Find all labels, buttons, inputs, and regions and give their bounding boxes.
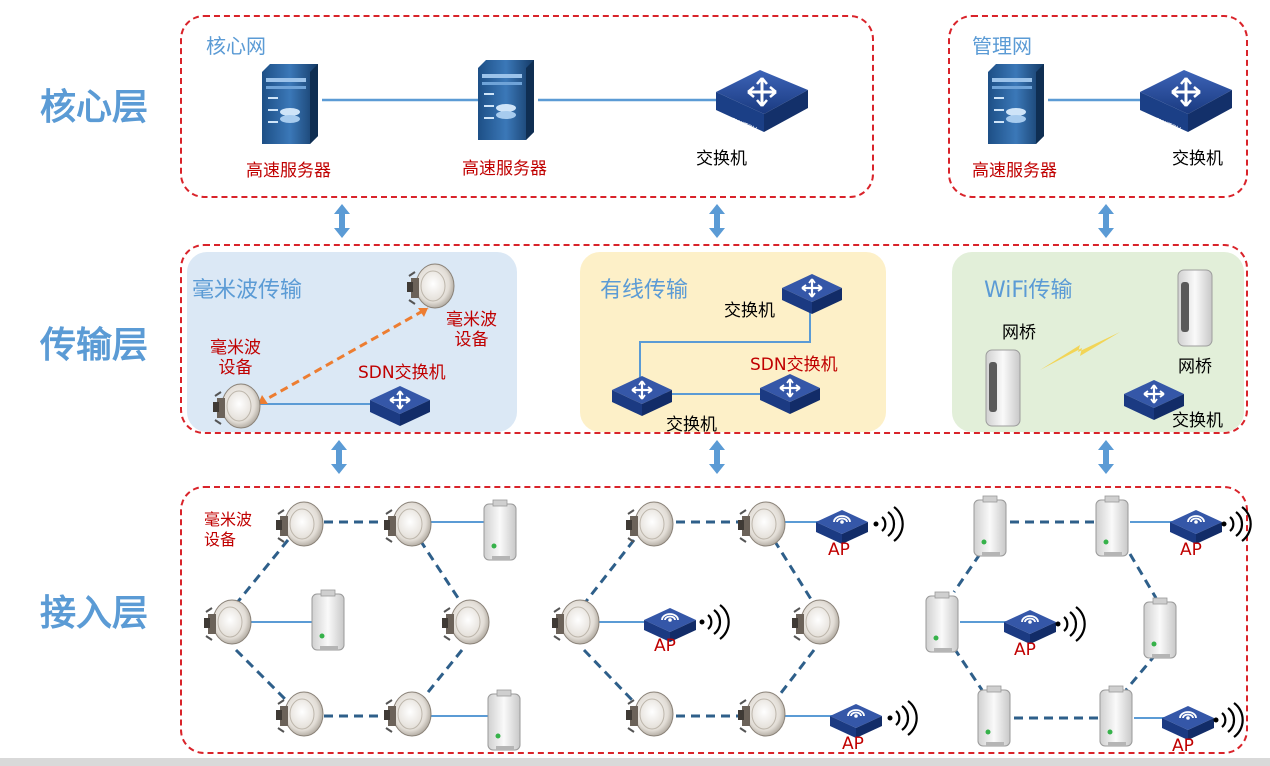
wifi-bridge-right-label: 网桥 (1178, 357, 1212, 377)
access-ap-label-3: AP (842, 734, 864, 754)
bottom-bar (0, 758, 1270, 766)
layer-label-core: 核心层 (40, 87, 149, 128)
mmwave-tx-title: 毫米波传输 (192, 278, 303, 303)
core-net-title: 核心网 (206, 34, 266, 58)
core-server-2-icon (477, 59, 535, 141)
mmwave-arrowhead-top (418, 308, 428, 317)
mmwave-device-left-icon (212, 383, 261, 429)
core-switch-icon (714, 68, 810, 136)
mgmt-server-label: 高速服务器 (972, 161, 1057, 181)
wired-tx-title: 有线传输 (600, 278, 689, 303)
wifi-bridge-left-label: 网桥 (1002, 323, 1036, 343)
mgmt-switch-label: 交换机 (1172, 149, 1223, 169)
mgmt-net-box (948, 15, 1248, 198)
access-ap-label-1: AP (828, 540, 850, 560)
arrow-transport-access-3 (1098, 440, 1114, 474)
wifi-bridge-right-icon (1177, 269, 1213, 347)
mmwave-device-top-label: 毫米波 设备 (446, 310, 497, 350)
access-group-wifi (925, 495, 1252, 747)
mmwave-sdn-switch-icon (368, 384, 432, 428)
wifi-tx-title: WiFi传输 (984, 278, 1073, 303)
wired-sdn-switch-icon (758, 372, 822, 416)
access-ap-label-4: AP (1180, 540, 1202, 560)
layer-label-access: 接入层 (40, 593, 149, 634)
mgmt-net-title: 管理网 (972, 34, 1032, 58)
wired-switch-bottom-label: 交换机 (666, 415, 717, 435)
wired-switch-top-icon (780, 272, 844, 316)
access-mmwave-label: 毫米波 设备 (204, 510, 253, 549)
core-server-2-label: 高速服务器 (462, 159, 547, 179)
access-ap-label-2: AP (654, 636, 676, 656)
access-group-wired (551, 501, 918, 739)
mmwave-wireless-link (257, 306, 429, 406)
wifi-lightning-icon (1040, 332, 1120, 370)
arrow-core-transport-3 (1098, 204, 1114, 238)
wired-switch-bottom-icon (610, 374, 674, 418)
mmwave-sdn-switch-label: SDN交换机 (358, 363, 446, 383)
mmwave-device-top-icon (406, 263, 455, 309)
arrow-transport-access-1 (331, 440, 347, 474)
transport-layer-box (180, 244, 1248, 434)
layer-label-transport: 传输层 (40, 325, 149, 366)
arrow-core-transport-1 (334, 204, 350, 238)
wired-sdn-switch-label: SDN交换机 (750, 355, 838, 375)
access-group-mmwave (203, 499, 521, 751)
wired-switch-top-label: 交换机 (724, 301, 775, 321)
wired-link-top (639, 300, 811, 392)
core-switch-label: 交换机 (696, 149, 747, 169)
access-layer-box (180, 486, 1248, 754)
access-ap-label-6: AP (1172, 736, 1194, 756)
access-ap-label-5: AP (1014, 640, 1036, 660)
core-net-box (180, 15, 874, 198)
mmwave-device-left-label: 毫米波 设备 (210, 338, 261, 378)
core-server-1-label: 高速服务器 (246, 161, 331, 181)
mgmt-switch-icon (1138, 68, 1234, 136)
wifi-switch-label: 交换机 (1172, 411, 1223, 431)
arrow-core-transport-2 (709, 204, 725, 238)
mmwave-arrowhead-bottom (258, 395, 268, 404)
arrow-transport-access-2 (709, 440, 725, 474)
core-server-1-icon (261, 63, 319, 145)
mgmt-server-icon (987, 63, 1045, 145)
wifi-bridge-left-icon (985, 349, 1021, 427)
